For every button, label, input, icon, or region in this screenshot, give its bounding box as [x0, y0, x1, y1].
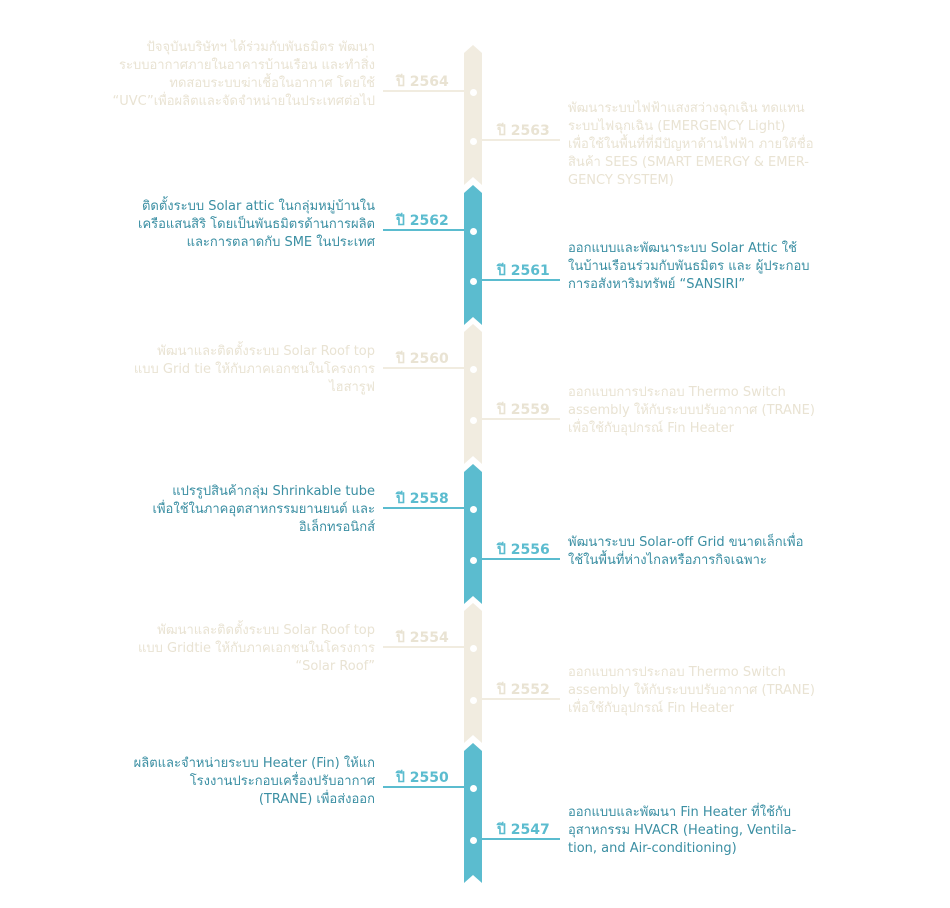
year-label: ปี 2552 — [497, 682, 550, 698]
description-line: พัฒนาและติดตั้งระบบ Solar Roof top — [157, 344, 375, 359]
description-line: โรงงานประกอบเครื่องปรับอากาศ — [189, 774, 375, 789]
description-line: ทดสอบระบบฆ่าเชื้อในอากาศ โดยใช้ — [169, 76, 375, 91]
year-label: ปี 2561 — [497, 263, 550, 279]
description-line: พัฒนาและติดตั้งระบบ Solar Roof top — [157, 623, 375, 638]
entry-description: ติดตั้งระบบ Solar attic ในกลุ่มหมู่บ้านใ… — [85, 198, 375, 252]
timeline-segment — [464, 324, 482, 464]
description-line: (TRANE) เพื่อส่งออก — [258, 792, 375, 807]
timeline-dot — [469, 506, 477, 513]
timeline-connector — [383, 367, 464, 369]
timeline-segment — [464, 185, 482, 325]
entry-description: ผลิตและจำหน่ายระบบ Heater (Fin) ให้แกโรง… — [85, 755, 375, 809]
timeline-connector — [383, 90, 464, 92]
description-line: พัฒนาระบบไฟฟ้าแสงสว่างฉุกเฉิน ทดแทน — [568, 101, 805, 116]
description-line: เพื่อใช้ในพื้นที่ที่มีปัญหาด้านไฟฟ้า ภาย… — [568, 137, 814, 152]
description-line: แปรรูปสินค้ากลุ่ม Shrinkable tube — [172, 484, 375, 499]
description-line: ออกแบบและพัฒนา Fin Heater ที่ใช้กับ — [568, 805, 792, 820]
entry-description: พัฒนาระบบไฟฟ้าแสงสว่างฉุกเฉิน ทดแทนระบบไ… — [568, 100, 858, 190]
timeline-segment — [464, 45, 482, 185]
timeline-connector — [482, 558, 560, 560]
year-label: ปี 2556 — [497, 542, 550, 558]
description-line: แบบ Grid tie ให้กับภาคเอกชนในโครงการ — [133, 362, 375, 377]
description-line: assembly ให้กับระบบปรับอากาศ (TRANE) — [568, 683, 815, 698]
year-label: ปี 2547 — [497, 822, 550, 838]
description-line: ออกแบบและพัฒนาระบบ Solar Attic ใช้ — [568, 241, 797, 256]
entry-description: ออกแบบการประกอบ Thermo Switch assembly ให… — [568, 384, 858, 438]
year-label: ปี 2554 — [396, 630, 449, 646]
description-line: ในบ้านเรือนร่วมกับพันธมิตร และ ผู้ประกอบ — [568, 259, 810, 274]
year-label: ปี 2563 — [497, 123, 550, 139]
timeline-dot — [469, 138, 477, 145]
description-line: ออกแบบการประกอบ Thermo Switch — [568, 385, 786, 400]
description-line: สินค้า SEES (SMART EMERGY & EMER- — [568, 155, 809, 170]
description-line: GENCY SYSTEM) — [568, 173, 674, 188]
timeline-connector — [482, 279, 560, 281]
description-line: อิเล็กทรอนิกส์ — [298, 520, 375, 535]
description-line: tion, and Air-conditioning) — [568, 841, 737, 856]
timeline-segment — [464, 603, 482, 743]
entry-description: ปัจจุบันบริษัทฯ ได้ร่วมกับพันธมิตร พัฒนา… — [85, 39, 375, 111]
entry-description: พัฒนาและติดตั้งระบบ Solar Roof top แบบ Gr… — [85, 343, 375, 397]
description-line: พัฒนาระบบ Solar-off Grid ขนาดเล็กเพื่อ — [568, 535, 804, 550]
description-line: ปัจจุบันบริษัทฯ ได้ร่วมกับพันธมิตร พัฒนา — [146, 40, 375, 55]
description-line: การอสังหาริมทรัพย์ “SANSIRI” — [568, 277, 746, 292]
description-line: ใช้ในพื้นที่ห่างไกลหรือภารกิจเฉพาะ — [568, 553, 767, 568]
description-line: ผลิตและจำหน่ายระบบ Heater (Fin) ให้แก — [133, 756, 375, 771]
description-line: “Solar Roof” — [295, 659, 375, 674]
description-line: “UVC”เพื่อผลิตและจัดจำหน่ายในประเทศต่อไป — [112, 94, 375, 109]
timeline-connector — [482, 838, 560, 840]
entry-description: พัฒนาระบบ Solar-off Grid ขนาดเล็กเพื่อใช… — [568, 534, 858, 570]
year-label: ปี 2560 — [396, 351, 449, 367]
timeline-connector — [383, 646, 464, 648]
timeline-dot — [469, 697, 477, 704]
timeline-connector — [482, 418, 560, 420]
description-line: เพื่อใช้กับอุปกรณ์ Fin Heater — [568, 701, 734, 716]
year-label: ปี 2550 — [396, 770, 449, 786]
entry-description: ออกแบบและพัฒนา Fin Heater ที่ใช้กับอุสาห… — [568, 804, 858, 858]
description-line: ระบบไฟฉุกเฉิน (EMERGENCY Light) — [568, 119, 786, 134]
description-line: assembly ให้กับระบบปรับอากาศ (TRANE) — [568, 403, 815, 418]
timeline-connector — [383, 507, 464, 509]
timeline-dot — [469, 228, 477, 235]
entry-description: แปรรูปสินค้ากลุ่ม Shrinkable tube เพื่อใช… — [85, 483, 375, 537]
description-line: ติดตั้งระบบ Solar attic ในกลุ่มหมู่บ้านใ… — [141, 199, 375, 214]
timeline-dot — [469, 89, 477, 96]
description-line: ออกแบบการประกอบ Thermo Switch — [568, 665, 786, 680]
year-label: ปี 2562 — [396, 213, 449, 229]
timeline-dot — [469, 785, 477, 792]
description-line: เพื่อใช้กับอุปกรณ์ Fin Heater — [568, 421, 734, 436]
timeline-dot — [469, 366, 477, 373]
description-line: และการตลาดกับ SME ในประเทศ — [186, 235, 375, 250]
timeline-connector — [482, 139, 560, 141]
timeline-connector — [482, 698, 560, 700]
year-label: ปี 2559 — [497, 402, 550, 418]
timeline-dot — [469, 837, 477, 844]
timeline-connector — [383, 786, 464, 788]
entry-description: ออกแบบการประกอบ Thermo Switch assembly ให… — [568, 664, 858, 718]
timeline-segment — [464, 743, 482, 883]
entry-description: พัฒนาและติดตั้งระบบ Solar Roof top แบบ Gr… — [85, 622, 375, 676]
description-line: เครือแสนสิริ โดยเป็นพันธมิตรด้านการผลิต — [138, 217, 375, 232]
description-line: ระบบอากาศภายในอาคารบ้านเรือน และทำสิ่ง — [119, 58, 375, 73]
timeline-dot — [469, 417, 477, 424]
year-label: ปี 2558 — [396, 491, 449, 507]
description-line: อุสาหกรรม HVACR (Heating, Ventila- — [568, 823, 797, 838]
description-line: ไฮสารูฟ — [329, 380, 375, 395]
timeline-dot — [469, 278, 477, 285]
description-line: เพื่อใช้ในภาคอุตสาหกรรมยานยนต์ และ — [152, 502, 375, 517]
timeline-dot — [469, 645, 477, 652]
timeline-dot — [469, 557, 477, 564]
description-line: แบบ Gridtie ให้กับภาคเอกชนในโครงการ — [138, 641, 375, 656]
timeline-connector — [383, 229, 464, 231]
entry-description: ออกแบบและพัฒนาระบบ Solar Attic ใช้ในบ้าน… — [568, 240, 858, 294]
year-label: ปี 2564 — [396, 74, 449, 90]
timeline-segment — [464, 464, 482, 604]
